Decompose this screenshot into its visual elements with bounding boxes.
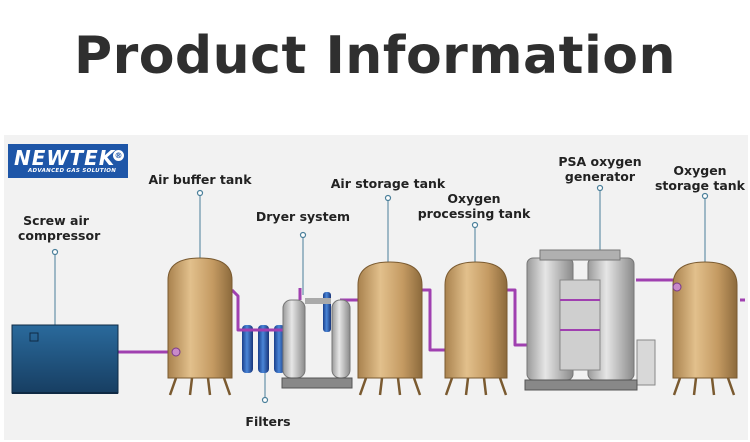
registered-mark: ®: [113, 150, 124, 161]
label-line: Screw air: [23, 213, 89, 228]
label-line: PSA oxygen: [558, 154, 642, 169]
newtek-logo: NEWTEK ® ADVANCED GAS SOLUTION: [8, 144, 128, 178]
label-line: processing tank: [417, 206, 531, 221]
logo-brand: NEWTEK: [14, 146, 116, 170]
label-line: compressor: [18, 228, 101, 243]
logo-tagline: ADVANCED GAS SOLUTION: [28, 168, 117, 174]
oxygen-storage-tank: [672, 261, 738, 396]
label-screw-air-compressor: Screw air compressor: [18, 213, 101, 243]
label-air-storage-tank: Air storage tank: [330, 176, 446, 191]
label-filters: Filters: [245, 414, 291, 429]
label-line: Oxygen: [673, 163, 727, 178]
label-oxygen-storage-tank: Oxygen storage tank: [652, 163, 748, 193]
label-line: Oxygen: [447, 191, 501, 206]
label-line: generator: [564, 169, 636, 184]
screw-air-compressor: [11, 324, 119, 394]
label-air-buffer-tank: Air buffer tank: [148, 172, 252, 187]
label-line: storage tank: [654, 178, 745, 193]
leader-dots: [51, 184, 709, 404]
label-psa-oxygen-generator: PSA oxygen generator: [552, 154, 648, 184]
psa-oxygen-generator: [524, 249, 656, 391]
page-title: Product Information: [73, 26, 677, 86]
dryer-system: [281, 288, 353, 389]
air-buffer-tank: [167, 257, 233, 396]
air-storage-tank: [357, 261, 423, 396]
label-oxygen-processing-tank: Oxygen processing tank: [412, 191, 536, 221]
label-dryer-system: Dryer system: [255, 209, 351, 224]
oxygen-processing-tank: [444, 261, 508, 396]
